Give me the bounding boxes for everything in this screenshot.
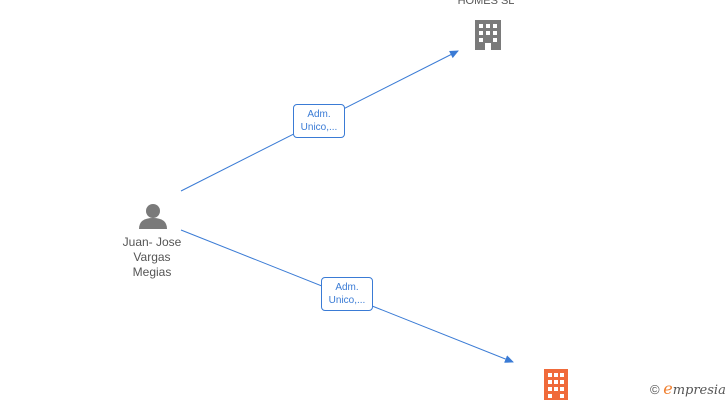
person-name-line-1: Juan- Jose — [122, 235, 182, 249]
building-icon[interactable] — [475, 20, 501, 50]
brand-logo-initial: e — [663, 379, 673, 398]
copyright-symbol: © — [650, 382, 660, 397]
building-icon[interactable] — [544, 369, 568, 400]
edge-label-bottom[interactable]: Adm. Unico,... — [321, 277, 373, 311]
person-icon[interactable] — [139, 204, 167, 229]
person-name[interactable]: Juan- Jose Vargas Megias — [102, 235, 202, 280]
edge-label-top[interactable]: Adm. Unico,... — [293, 104, 345, 138]
watermark: © empresia — [650, 379, 726, 398]
person-name-line-3: Megias — [132, 265, 172, 279]
edge-label-top-line-1: Adm. — [307, 109, 331, 120]
person-name-line-2: Vargas — [133, 250, 171, 264]
brand-logo-text: mpresia — [672, 383, 726, 398]
edge-label-top-line-2: Unico,... — [300, 122, 338, 133]
company-top-label[interactable]: HOMES SL — [457, 0, 515, 7]
edge-label-bottom-line-1: Adm. — [335, 282, 359, 293]
edge-label-bottom-line-2: Unico,... — [328, 295, 366, 306]
